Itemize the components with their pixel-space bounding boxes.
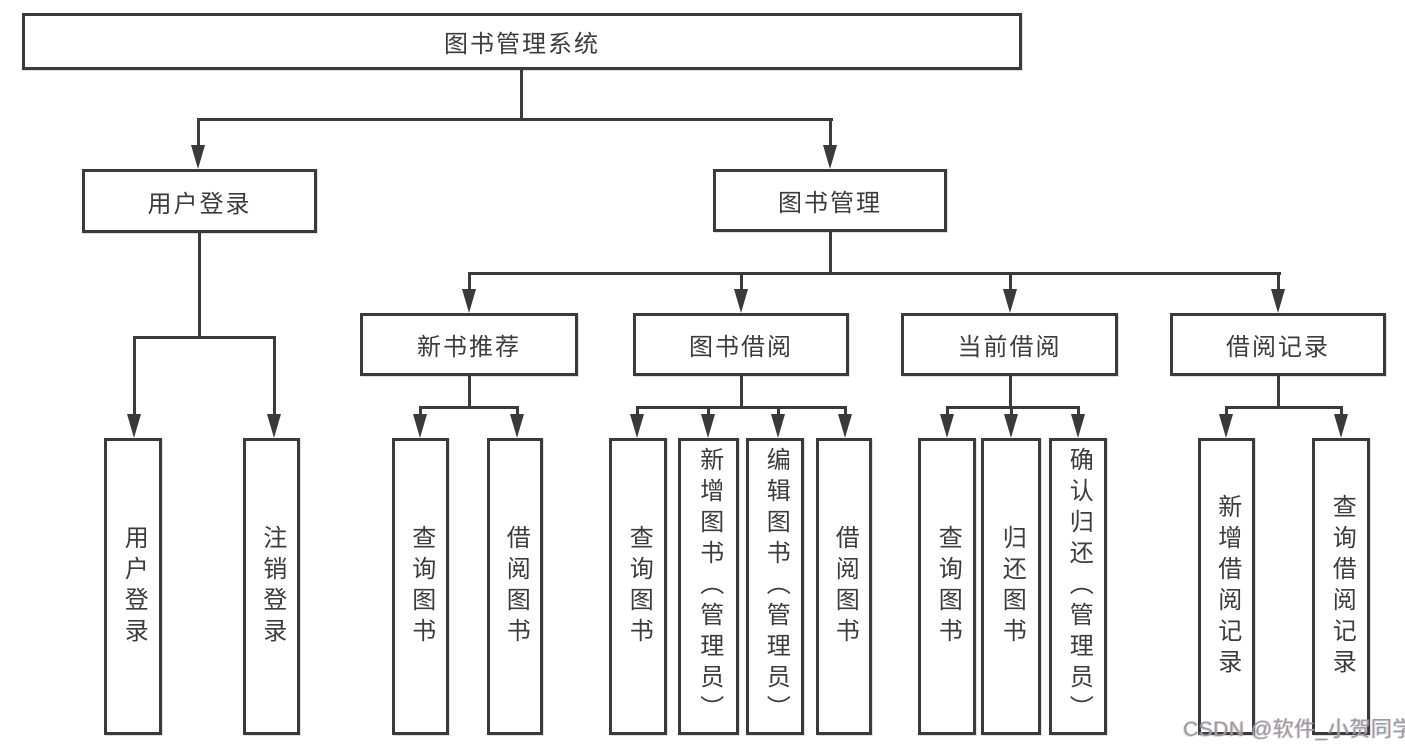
connector-line [468,272,1281,275]
node-label: 图书管理系统 [444,31,600,58]
connector-line [419,406,519,409]
leaf-label: 查询借阅记录 [1328,493,1356,680]
leaf-borrow-books: 借阅图书 [816,438,872,735]
node-book-management: 图书管理 [713,169,947,232]
leaf-user-login: 用户登录 [104,438,162,735]
leaf-add-borrow-record: 新增借阅记录 [1198,438,1255,735]
connector-line [636,406,639,414]
connector-line [707,406,710,414]
leaf-edit-books-admin: 编辑图书（管理员） [746,438,804,735]
leaf-logout: 注销登录 [243,438,300,735]
connector-line [829,118,832,145]
leaf-label: 确认归还（管理员） [1065,447,1093,726]
leaf-query-borrow-record: 查询借阅记录 [1312,438,1370,735]
arrow-down-icon [1334,414,1348,438]
arrow-down-icon [1003,289,1017,313]
arrow-down-icon [701,414,715,438]
connector-line [273,336,276,414]
node-label: 图书管理 [778,190,882,217]
connector-line [1277,376,1280,406]
node-current-borrowing: 当前借阅 [901,313,1118,376]
leaf-confirm-return-admin: 确认归还（管理员） [1049,438,1107,735]
connector-line [468,272,471,289]
connector-line [1340,406,1343,414]
arrow-down-icon [838,414,852,438]
leaf-label: 查询图书 [934,524,962,649]
node-user-login: 用户登录 [82,169,317,233]
connector-line [740,272,743,289]
leaf-label: 新增图书（管理员） [695,447,723,726]
leaf-label: 查询图书 [407,524,435,649]
connector-line [197,118,833,121]
node-book-borrowing: 图书借阅 [633,313,849,376]
arrow-down-icon [630,414,644,438]
leaf-label: 用户登录 [120,524,148,649]
connector-line [1077,406,1080,414]
connector-line [1010,406,1013,414]
connector-line [844,406,847,414]
leaf-label: 注销登录 [258,524,286,649]
leaf-label: 新增借阅记录 [1213,493,1241,680]
watermark: CSDN @软件_小贺同学 [1183,718,1405,741]
connector-line [636,406,847,409]
arrow-down-icon [510,414,524,438]
leaf-query-books-recommend: 查询图书 [392,438,449,735]
arrow-down-icon [823,145,837,169]
arrow-down-icon [734,289,748,313]
arrow-down-icon [1271,289,1285,313]
leaf-label: 借阅图书 [502,524,530,649]
leaf-label: 借阅图书 [831,524,859,649]
connector-line [197,118,200,145]
node-library-management-system: 图书管理系统 [22,13,1022,70]
node-new-book-recommendation: 新书推荐 [360,313,578,376]
connector-line [468,376,471,406]
node-label: 当前借阅 [957,334,1062,361]
connector-line [133,336,136,414]
connector-line [133,336,276,339]
leaf-query-books-current: 查询图书 [918,438,976,735]
node-label: 新书推荐 [417,334,521,361]
node-label: 图书借阅 [689,334,793,361]
arrow-down-icon [267,414,281,438]
leaf-query-books-borrow: 查询图书 [609,438,667,735]
leaf-add-books-admin: 新增图书（管理员） [678,438,739,735]
arrow-down-icon [127,414,141,438]
connector-line [1225,406,1228,414]
connector-line [1277,272,1280,289]
connector-line [1225,406,1342,409]
leaf-label: 查询图书 [625,524,653,649]
node-label: 借阅记录 [1226,334,1330,361]
arrow-down-icon [1004,414,1018,438]
node-label: 用户登录 [147,190,252,218]
connector-line [740,376,743,406]
leaf-borrow-books-recommend: 借阅图书 [487,438,543,735]
connector-line [946,406,949,414]
arrow-down-icon [1219,414,1233,438]
leaf-label: 归还图书 [998,524,1026,649]
connector-line [419,406,422,414]
node-borrowing-records: 借阅记录 [1170,313,1386,376]
connector-line [829,232,832,272]
leaf-label: 编辑图书（管理员） [762,447,790,726]
connector-line [520,70,523,118]
connector-line [1009,376,1012,406]
arrow-down-icon [413,414,427,438]
leaf-return-books: 归还图书 [981,438,1041,735]
arrow-down-icon [1071,414,1085,438]
arrow-down-icon [191,145,205,169]
arrow-down-icon [940,414,954,438]
connector-line [198,233,201,336]
connector-line [516,406,519,414]
connector-line [777,406,780,414]
arrow-down-icon [462,289,476,313]
arrow-down-icon [771,414,785,438]
connector-line [1009,272,1012,289]
